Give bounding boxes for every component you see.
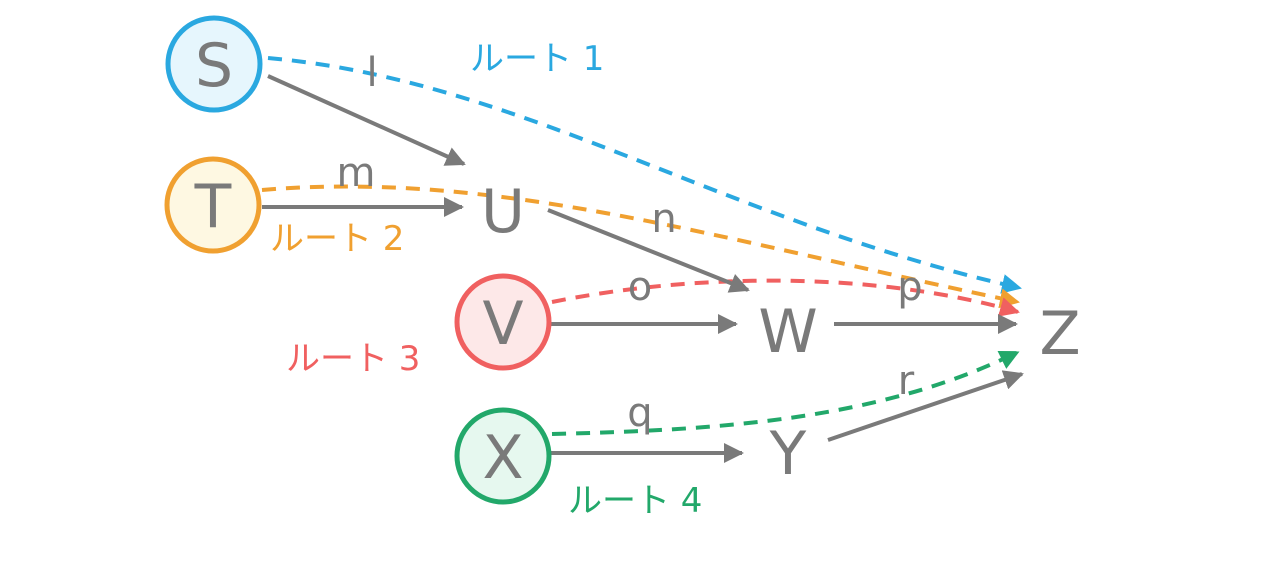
node-x-circle [454,407,552,505]
node-z: Z [1039,299,1080,369]
edge-y-z [827,370,1024,442]
edge-label-l: l [366,50,377,96]
node-s-circle [165,15,263,113]
route-1-path [267,56,1022,294]
node-y: Y [769,419,807,489]
node-x: X [482,423,523,493]
route-2-path [261,184,1020,309]
edge-label-o: o [628,264,652,310]
node-v: V [482,289,523,359]
node-u: U [481,177,525,247]
edge-label-n: n [651,196,676,242]
edge-label-m: m [337,150,376,196]
node-t-circle [164,156,262,254]
node-w: W [758,297,817,367]
node-t: T [194,172,232,242]
edge-s-u [267,74,466,166]
route-4-path [551,350,1020,436]
edge-label-q: q [627,390,652,436]
edge-label-p: p [897,264,922,310]
route-2-label: ルート 2 [270,219,404,259]
edge-label-r: r [898,358,915,404]
route-4-label: ルート 4 [568,481,702,521]
node-v-circle [454,273,552,371]
route-1-label: ルート 1 [470,39,604,79]
node-s: S [195,31,233,101]
edge-u-w [547,208,750,293]
route-3-path [551,278,1020,317]
route-3-label: ルート 3 [286,339,420,379]
